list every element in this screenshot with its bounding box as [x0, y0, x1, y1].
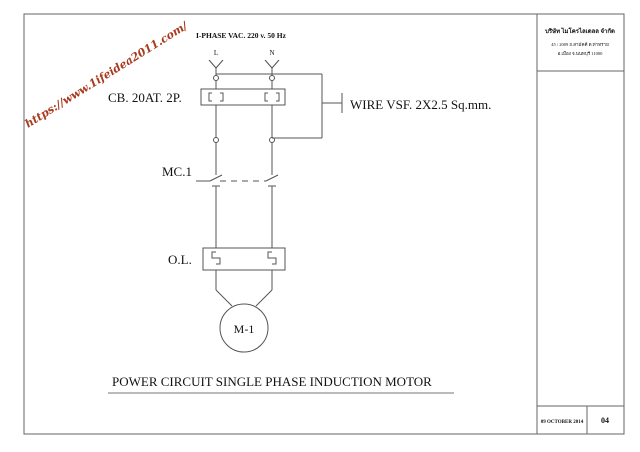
drawing-title: POWER CIRCUIT SINGLE PHASE INDUCTION MOT…: [112, 374, 432, 389]
sheet-number: 04: [601, 416, 609, 425]
watermark-url: https://www.1ifeidea2011.com/: [23, 19, 191, 131]
wire-label: WIRE VSF. 2X2.5 Sq.mm.: [350, 97, 491, 112]
contactor-contacts: [196, 174, 279, 187]
breaker-label: CB. 20AT. 2P.: [108, 90, 182, 105]
motor-label: M-1: [234, 322, 255, 336]
terminal-n: N: [269, 49, 274, 57]
drawing-date: 09 OCTOBER 2014: [541, 420, 584, 425]
company-address-1: 45 / 2009 ถ.สามัคคี ต.ท่าทราย: [551, 42, 609, 47]
title-block: [536, 14, 624, 434]
overload-label: O.L.: [168, 252, 192, 267]
sheet-border: [23, 13, 625, 435]
wire-spec-bracket: [216, 73, 343, 139]
contactor-label: MC.1: [162, 164, 192, 179]
circuit-breaker-contacts: [208, 92, 280, 102]
breaker-terminals: [213, 75, 275, 143]
terminal-n-symbol: [264, 59, 280, 69]
terminal-l: L: [214, 49, 218, 57]
terminal-l-symbol: [208, 59, 224, 69]
circuit-breaker-box: [200, 88, 286, 106]
motor-symbol: [219, 303, 269, 353]
company-address-2: อ.เมือง จ.นนทบุรี 11000: [558, 50, 603, 57]
overload-elements: [211, 251, 277, 265]
company-name: บริษัท ไมโครไลเดลล จำกัด: [545, 27, 615, 35]
overload-relay-box: [202, 247, 286, 271]
supply-label: I-PHASE VAC. 220 v. 50 Hz: [196, 31, 287, 40]
